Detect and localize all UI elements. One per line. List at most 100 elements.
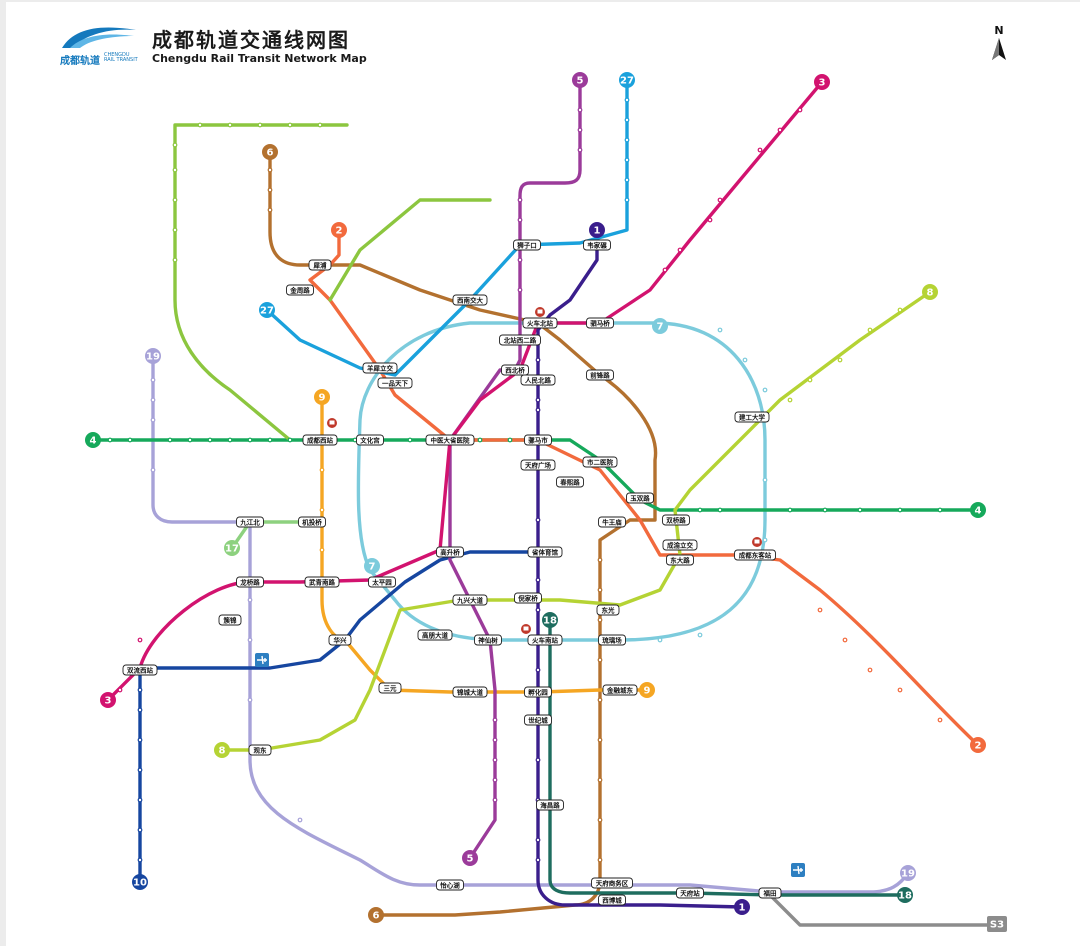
transfer-station[interactable]: 机投桥 [298, 516, 326, 528]
station-dot [597, 657, 603, 663]
station-dot [535, 517, 541, 523]
line-badge-label: 4 [90, 436, 97, 447]
line-badge-4[interactable]: 4 [970, 502, 986, 518]
line-badge-8[interactable]: 8 [214, 742, 230, 758]
transfer-station-label: 孵化园 [528, 688, 548, 697]
station-dot [597, 857, 603, 863]
transfer-station[interactable]: 前锋路 [586, 369, 614, 381]
transfer-station[interactable]: 驷马桥 [586, 317, 614, 329]
transfer-station[interactable]: 骡马市 [524, 434, 552, 446]
transfer-station[interactable]: 狮子口 [513, 239, 541, 251]
line-badge-7[interactable]: 7 [652, 318, 668, 334]
transfer-station[interactable]: 金周路 [286, 284, 314, 296]
transfer-station[interactable]: 天府广场 [520, 459, 556, 471]
transfer-station[interactable]: 倪家桥 [514, 592, 542, 604]
transfer-station[interactable]: 龙桥路 [236, 576, 264, 588]
transfer-station-label: 北站西二路 [504, 336, 537, 345]
transfer-station[interactable]: 三元 [378, 682, 402, 694]
transfer-station[interactable]: 武青南路 [304, 576, 340, 588]
transfer-station[interactable]: 西博城 [598, 894, 626, 906]
transfer-station-label: 华兴 [334, 636, 348, 645]
transfer-station[interactable]: 天府站 [676, 887, 704, 899]
transfer-station[interactable]: 玉双路 [626, 492, 654, 504]
line-badge-1[interactable]: 1 [589, 222, 605, 238]
line-badge-2[interactable]: 2 [970, 737, 986, 753]
line-badge-9[interactable]: 9 [314, 389, 330, 405]
transfer-station[interactable]: 簇锦 [218, 614, 242, 626]
transfer-station[interactable]: 海昌路 [536, 799, 564, 811]
line-badge-4[interactable]: 4 [85, 432, 101, 448]
transfer-station[interactable]: 市二医院 [582, 456, 618, 468]
line-badge-2[interactable]: 2 [331, 222, 347, 238]
transfer-station[interactable]: 春熙路 [556, 476, 584, 488]
line-badge-27[interactable]: 27 [259, 302, 275, 318]
transfer-station[interactable]: 太平园 [368, 576, 396, 588]
line-badge-5[interactable]: 5 [572, 72, 588, 88]
line-badge-7[interactable]: 7 [364, 558, 380, 574]
transfer-station[interactable]: 韦家碾 [583, 239, 611, 251]
transfer-station[interactable]: 琉璃场 [598, 634, 626, 646]
transfer-station[interactable]: 建工大学 [734, 411, 770, 423]
transfer-station[interactable]: 成都东客站 [734, 549, 776, 561]
transfer-station[interactable]: 双桥路 [662, 514, 690, 526]
line-badge-S3[interactable]: S3 [987, 916, 1007, 932]
transfer-station[interactable]: 华兴 [328, 634, 352, 646]
transfer-station[interactable]: 双流西站 [122, 664, 158, 676]
transfer-station-label: 簇锦 [223, 616, 238, 625]
transfer-station[interactable]: 九兴大道 [452, 594, 488, 606]
transfer-station[interactable]: 西南交大 [452, 294, 488, 306]
line-badge-18[interactable]: 18 [542, 612, 558, 628]
transfer-station[interactable]: 成渝立交 [662, 539, 698, 551]
station-dot [207, 437, 213, 443]
transfer-station[interactable]: 省体育馆 [527, 546, 563, 558]
line-badge-9[interactable]: 9 [639, 682, 655, 698]
transfer-station[interactable]: 锦城大道 [452, 686, 488, 698]
transfer-station[interactable]: 人民北路 [520, 374, 556, 386]
transfer-station[interactable]: 东光 [596, 604, 620, 616]
line-badge-3[interactable]: 3 [814, 74, 830, 90]
transfer-station[interactable]: 观东 [248, 744, 272, 756]
transfer-station[interactable]: 东大路 [666, 554, 694, 566]
transfer-station[interactable]: 文化宫 [356, 434, 384, 446]
transfer-station[interactable]: 中医大省医院 [425, 434, 475, 446]
transfer-station-label: 骡马市 [528, 436, 548, 445]
station-dot [267, 437, 273, 443]
transfer-station[interactable]: 火车北站 [522, 317, 558, 329]
lines-layer [91, 78, 992, 927]
transfer-station[interactable]: 金融城东 [602, 684, 638, 696]
line-badge-1[interactable]: 1 [734, 899, 750, 915]
line-badge-3[interactable]: 3 [100, 692, 116, 708]
transfer-station-label: 九江北 [239, 518, 260, 527]
transfer-station[interactable]: 火车南站 [527, 634, 563, 646]
transfer-station[interactable]: 怡心湖 [436, 879, 464, 891]
transfer-station[interactable]: 犀浦 [308, 259, 332, 271]
line-badge-label: 2 [975, 741, 982, 752]
transfer-station[interactable]: 羊犀立交 [362, 362, 398, 374]
station-dot [597, 777, 603, 783]
line-badge-6[interactable]: 6 [262, 144, 278, 160]
transfer-station[interactable]: 孵化园 [524, 686, 552, 698]
transfer-station[interactable]: 福田 [758, 887, 782, 899]
line-badge-6[interactable]: 6 [368, 907, 384, 923]
transfer-station[interactable]: 天府商务区 [591, 877, 633, 889]
transfer-station-label: 福田 [763, 889, 778, 898]
line-badge-27[interactable]: 27 [619, 72, 635, 88]
line-badge-17[interactable]: 17 [224, 540, 240, 556]
transfer-station[interactable]: 牛王庙 [598, 516, 626, 528]
transfer-station[interactable]: 高朋大道 [417, 629, 453, 641]
transfer-station[interactable]: 世纪城 [524, 714, 552, 726]
transfer-station-label: 成都东客站 [739, 551, 772, 560]
transfer-station[interactable]: 一品天下 [377, 377, 413, 389]
transfer-station[interactable]: 西北桥 [501, 364, 529, 376]
line-badge-18[interactable]: 18 [897, 887, 913, 903]
line-badge-5[interactable]: 5 [462, 850, 478, 866]
transfer-station[interactable]: 成都西站 [302, 434, 338, 446]
transfer-station[interactable]: 北站西二路 [499, 334, 541, 346]
line-badge-8[interactable]: 8 [922, 284, 938, 300]
line-badge-19[interactable]: 19 [900, 865, 916, 881]
line-badge-19[interactable]: 19 [145, 348, 161, 364]
transfer-station[interactable]: 九江北 [236, 516, 264, 528]
transfer-station[interactable]: 高升桥 [436, 546, 464, 558]
line-badge-10[interactable]: 10 [132, 874, 148, 890]
transfer-station[interactable]: 神仙树 [474, 634, 502, 646]
